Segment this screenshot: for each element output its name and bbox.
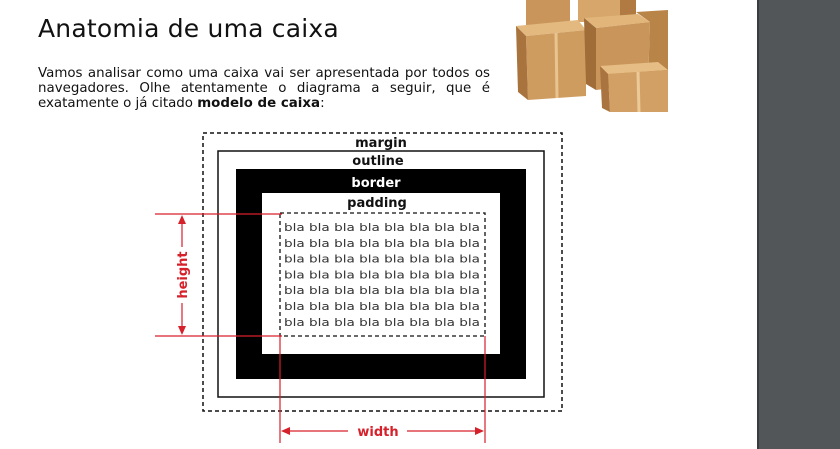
- viewer-sidebar-edge: [757, 0, 759, 449]
- intro-text: Vamos analisar como uma caixa vai ser ap…: [38, 66, 490, 111]
- height-arrow-down: [178, 326, 186, 335]
- cardboard-boxes-illustration: [516, 0, 668, 112]
- document-page: Anatomia de uma caixa Vamos analisar com…: [38, 0, 668, 443]
- outline-label: outline: [352, 154, 404, 169]
- margin-label: margin: [355, 136, 407, 151]
- padding-label: padding: [347, 196, 407, 211]
- width-arrow-left: [281, 427, 290, 435]
- content-area: [279, 212, 486, 337]
- height-label: height: [176, 251, 191, 298]
- intro-end: :: [320, 96, 325, 111]
- height-arrow-up: [178, 215, 186, 224]
- intro-paragraph: Vamos analisar como uma caixa vai ser ap…: [38, 66, 490, 111]
- width-label: width: [357, 425, 398, 440]
- intro-bold-term: modelo de caixa: [197, 96, 321, 111]
- content-text-line: bla bla bla bla bla bla bla bla: [284, 237, 480, 250]
- content-text-line: bla bla bla bla bla bla bla bla: [284, 253, 480, 266]
- content-text-line: bla bla bla bla bla bla bla bla: [284, 316, 480, 329]
- content-text: bla bla bla bla bla bla bla bla bla bla b…: [284, 221, 480, 329]
- border-label: border: [351, 176, 401, 191]
- width-arrow-right: [475, 427, 484, 435]
- content-text-line: bla bla bla bla bla bla bla bla: [284, 300, 480, 313]
- box-model-diagram: margin outline border padding bla bla bl…: [155, 132, 563, 443]
- page-title: Anatomia de uma caixa: [38, 14, 339, 43]
- content-text-line: bla bla bla bla bla bla bla bla: [284, 284, 480, 297]
- viewer-sidebar[interactable]: [757, 0, 840, 449]
- content-text-line: bla bla bla bla bla bla bla bla: [284, 221, 480, 234]
- content-text-line: bla bla bla bla bla bla bla bla: [284, 268, 480, 281]
